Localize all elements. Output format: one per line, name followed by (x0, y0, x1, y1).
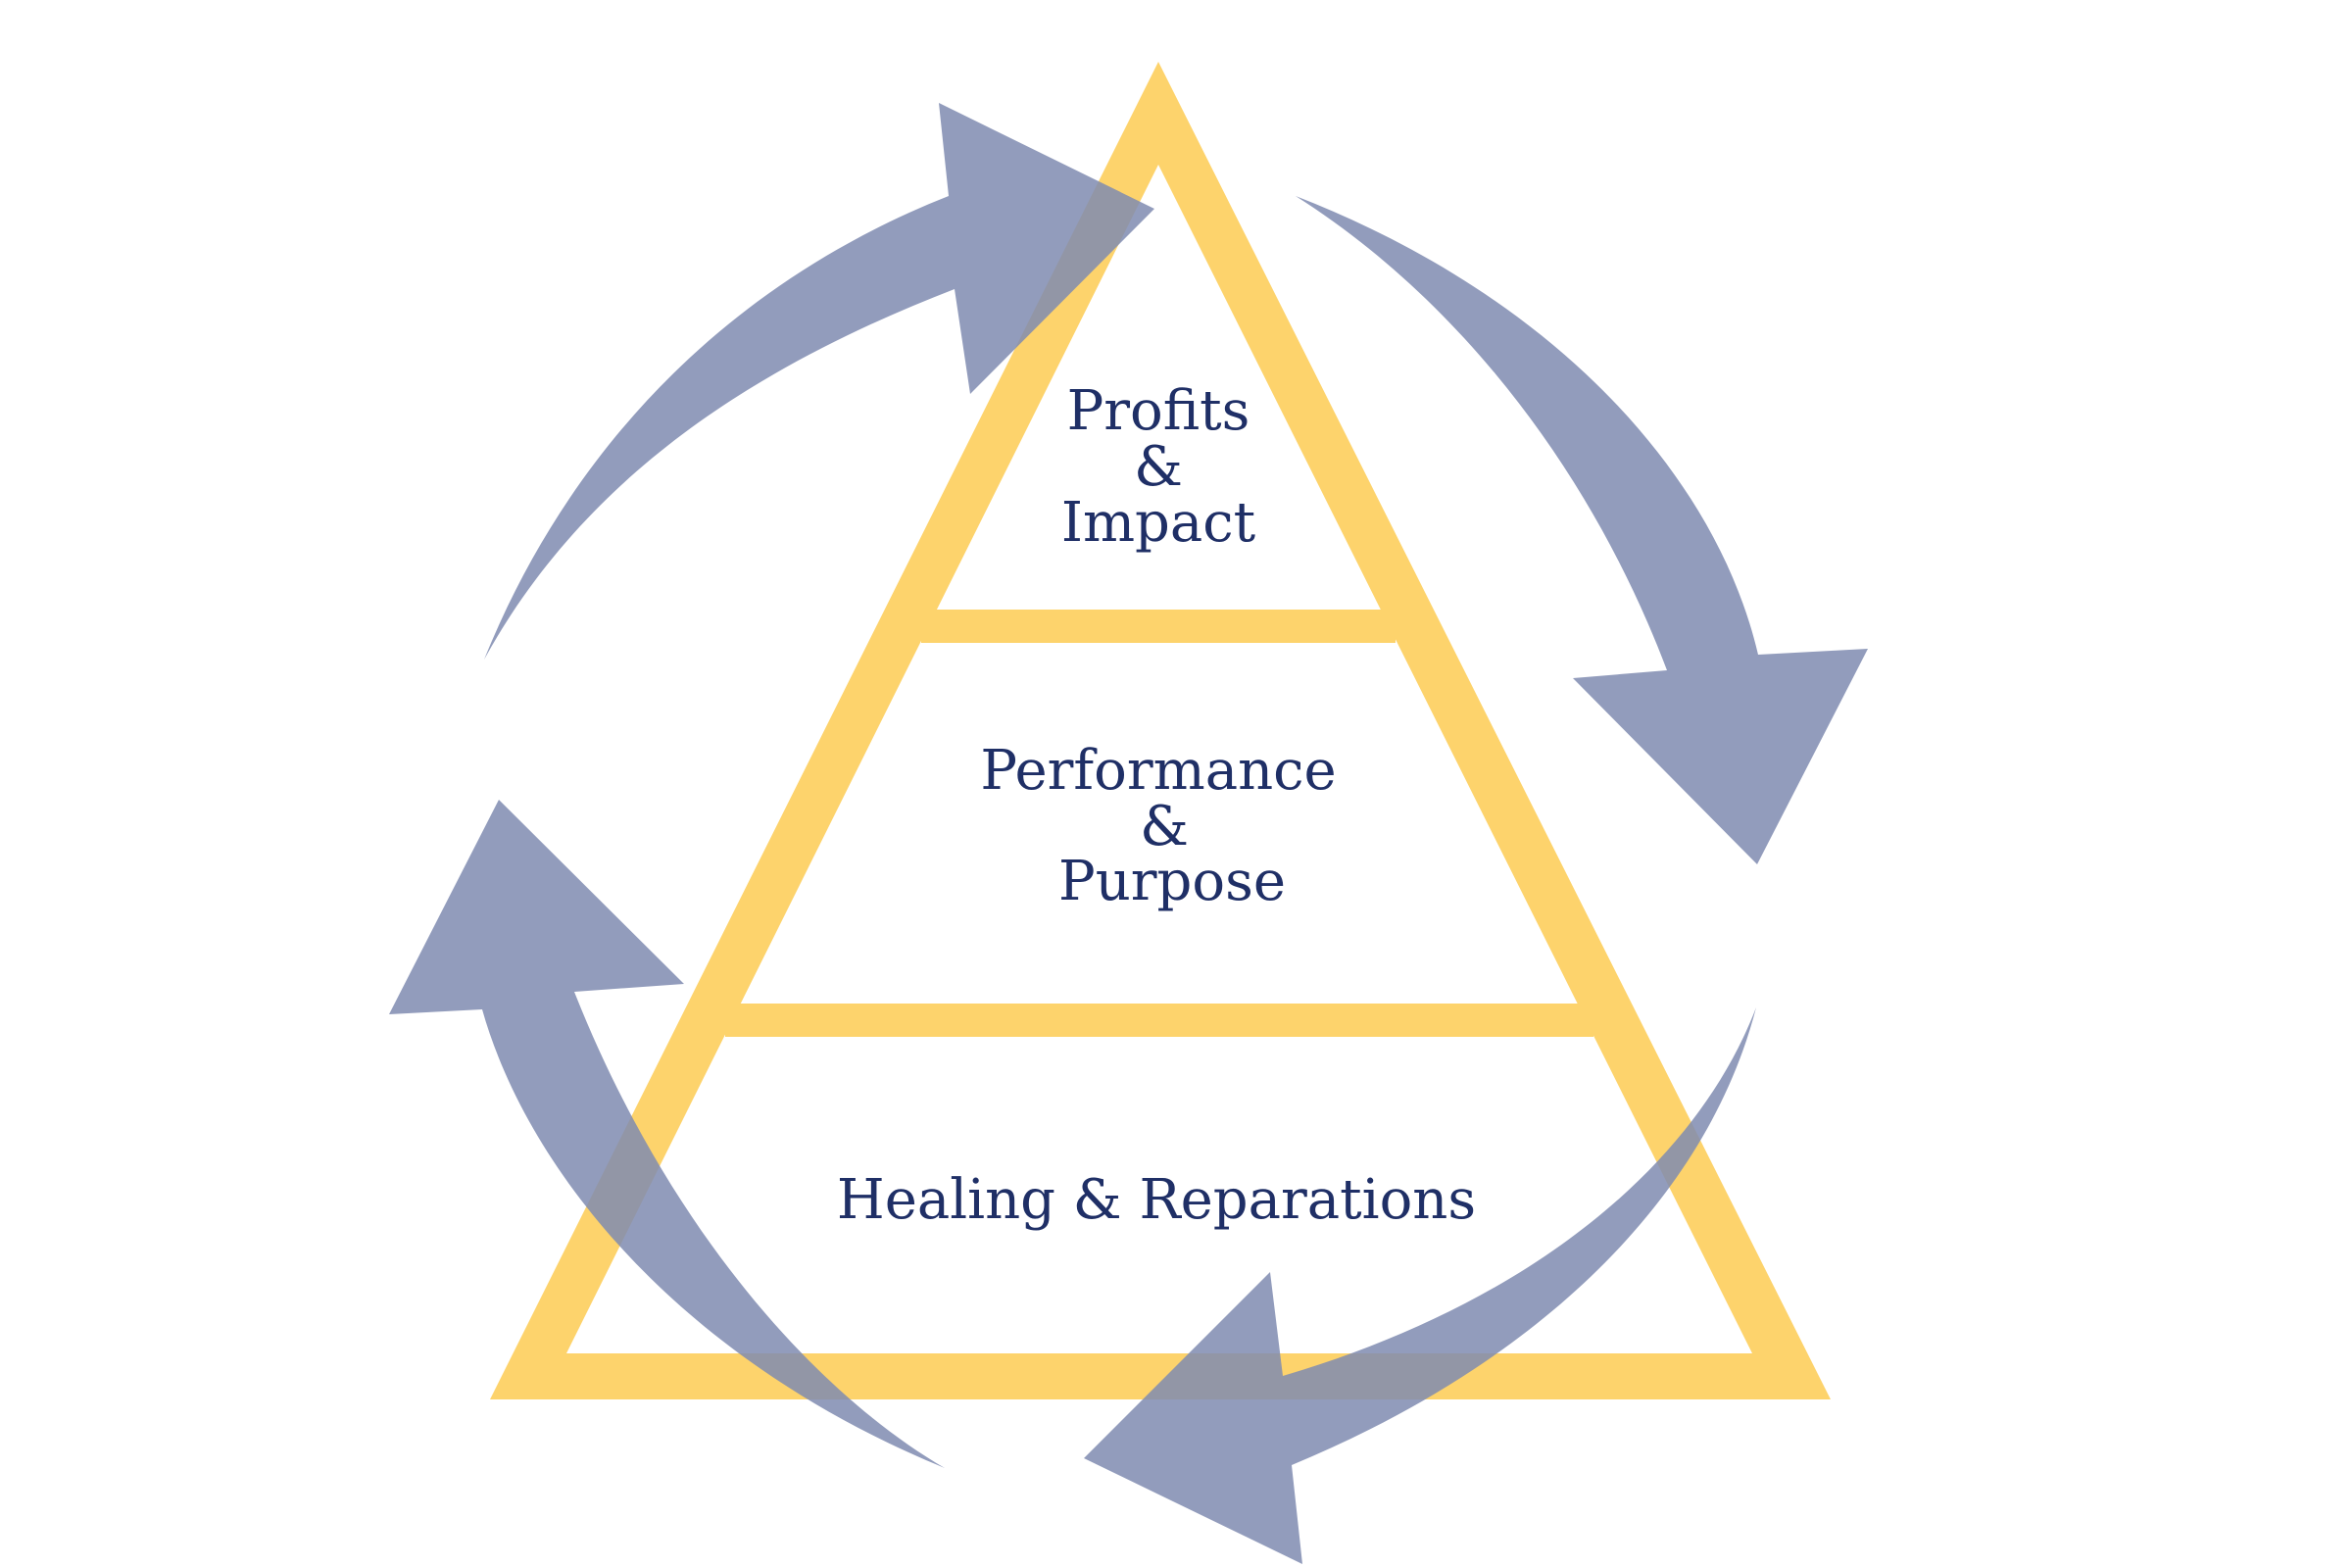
cycle-arrow-left (389, 800, 945, 1468)
cycle-arrow-bottom (1084, 1007, 1756, 1564)
tier-labels: Profits & Impact Performance & Purpose H… (837, 379, 1476, 1232)
tier-middle-label-line3: Purpose (1058, 850, 1286, 913)
tier-middle-label-line1: Performance (980, 739, 1336, 803)
cycle-arrows (389, 103, 1868, 1564)
tier-middle-label-line2: & (1140, 795, 1189, 858)
pyramid-divider-lower (725, 1004, 1593, 1037)
pyramid (490, 62, 1831, 1399)
tier-top-label-line2: & (1134, 435, 1183, 499)
tier-top-label-line1: Profits (1067, 379, 1250, 443)
tier-top-label-line3: Impact (1061, 491, 1256, 555)
tier-bottom-label: Healing & Reparations (837, 1168, 1476, 1232)
cycle-arrow-top-left (484, 103, 1154, 660)
pyramid-divider-upper (921, 610, 1396, 643)
cycle-arrow-right (1296, 196, 1868, 864)
